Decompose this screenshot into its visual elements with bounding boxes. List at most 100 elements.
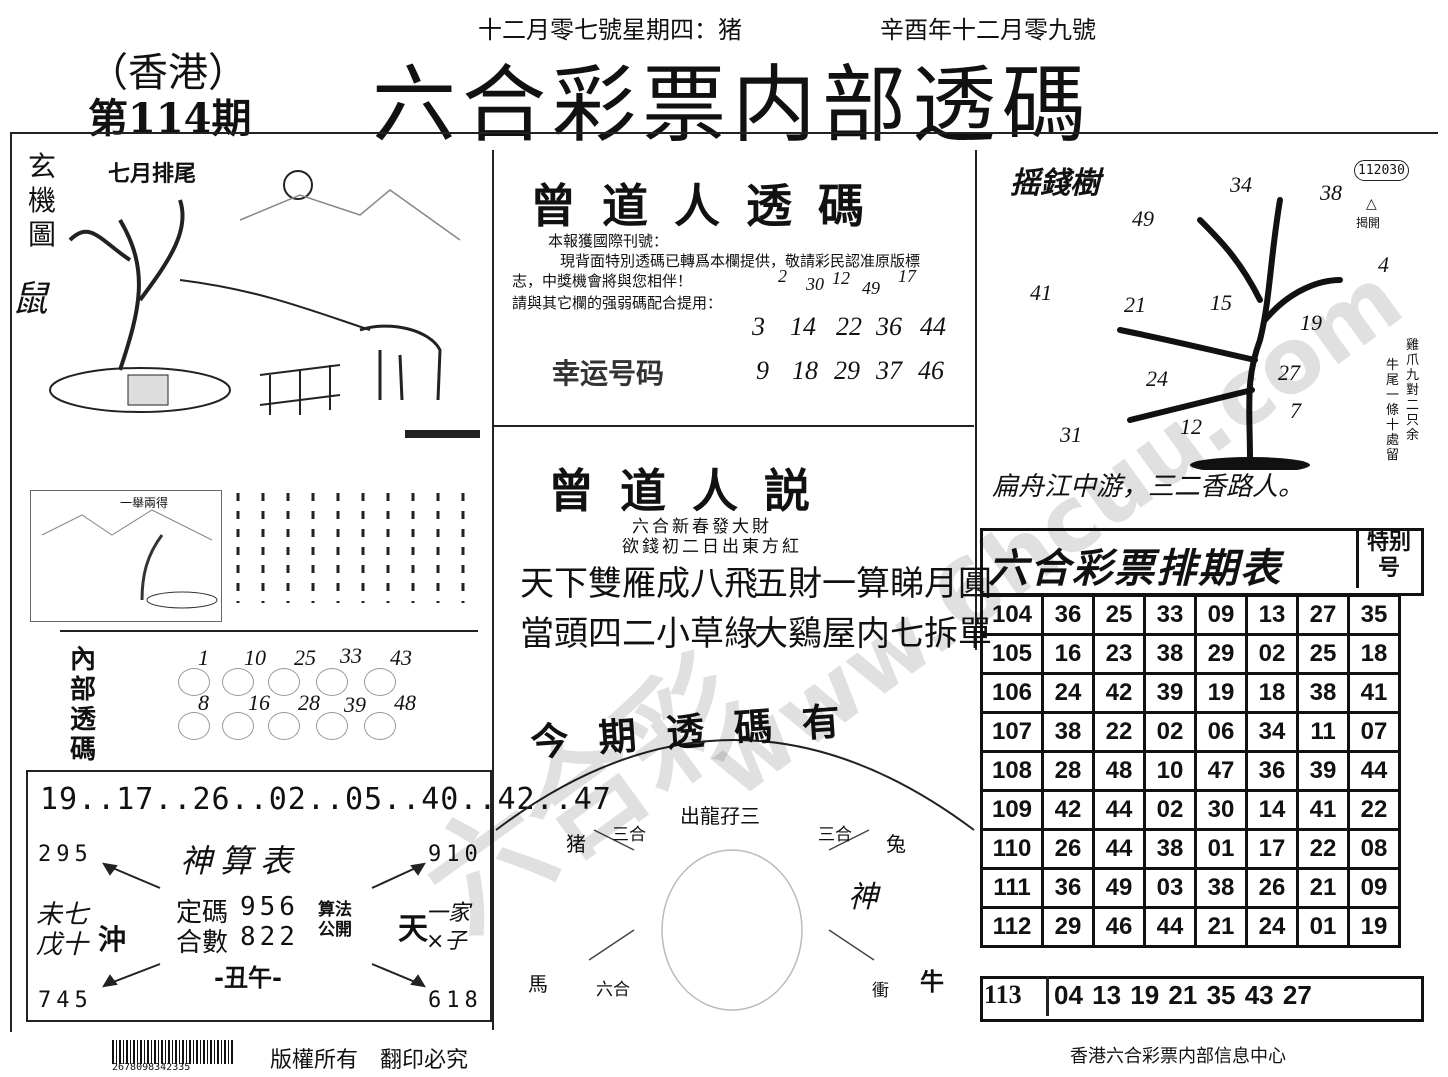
left-hand-note: 未七 戊十	[36, 900, 89, 960]
number-cell: 11	[1296, 711, 1350, 753]
clash-label: 衝	[872, 981, 889, 1001]
special-cell: 18	[1347, 633, 1401, 675]
ox-icon	[359, 324, 442, 401]
last-period-row	[980, 976, 1424, 1022]
triangle-icon: △	[1366, 196, 1377, 212]
tree-number: 34	[1230, 172, 1252, 197]
scroll-picture-box	[30, 490, 222, 622]
sheep-icon	[661, 849, 803, 1011]
number-cell: 13	[1245, 594, 1299, 636]
tree-number: 49	[1132, 206, 1154, 231]
sum-label: 合數	[176, 928, 229, 958]
hand-number: 17	[898, 266, 916, 286]
period-cell: 108	[980, 750, 1044, 792]
arc-banner	[495, 739, 975, 1011]
money-tree-badge: 112030	[1354, 160, 1409, 181]
sanhe-left: 三合	[612, 825, 646, 845]
last-period-number: 113	[984, 980, 1022, 1009]
hand-number: 49	[862, 278, 880, 298]
publisher-name: 香港六合彩票内部信息中心	[1070, 1046, 1286, 1067]
number-cell: 24	[1245, 906, 1299, 948]
number-cell: 38	[1143, 633, 1197, 675]
number-cell: 44	[1092, 828, 1146, 870]
boat-icon	[146, 591, 218, 609]
sun-icon	[283, 170, 313, 200]
schedule-header-box	[980, 528, 1424, 596]
period-cell: 106	[980, 672, 1044, 714]
sum-value: 822	[240, 922, 299, 952]
arrow-icon	[593, 829, 635, 851]
tree-number: 27	[1278, 360, 1300, 385]
last-period-numbers: 04 13 19 21 35 43 27	[1054, 980, 1312, 1010]
arrow-icon	[107, 865, 161, 889]
number-cell: 26	[1041, 828, 1095, 870]
number-cell: 24	[1041, 672, 1095, 714]
special-cell: 35	[1347, 594, 1401, 636]
arrow-icon	[107, 963, 161, 985]
number-cell: 30	[1194, 789, 1248, 831]
mystery-chart-illustration	[49, 170, 480, 438]
number-cell: 39	[1296, 750, 1350, 792]
shensuan-title: 神算表	[180, 842, 301, 880]
barcode-icon	[112, 1040, 234, 1064]
arc-line	[495, 739, 975, 831]
lucky-number: 29	[834, 356, 860, 385]
notice-line: 本報獲國際刊號：	[548, 232, 669, 250]
vertical-poem: 牛尾一條十處留	[1386, 358, 1400, 463]
rope-icon	[179, 279, 371, 331]
region-label: （香港）	[88, 50, 248, 96]
number-cell: 27	[1296, 594, 1350, 636]
number-cell: 10	[1143, 750, 1197, 792]
liuhe-label: 六合	[596, 980, 630, 1000]
period-cell: 107	[980, 711, 1044, 753]
inner-code-number: 43	[390, 645, 412, 670]
number-cell: 44	[1143, 906, 1197, 948]
inner-code-number: 28	[298, 690, 320, 715]
shensuan-arrows	[102, 862, 426, 988]
arrow-head-icon	[410, 862, 426, 876]
tree-icon	[68, 199, 185, 371]
tree-number: 7	[1290, 398, 1301, 423]
vertical-handwriting	[236, 493, 465, 603]
money-tree-illustration	[1117, 197, 1343, 470]
animal-horse: 馬	[528, 972, 548, 996]
tree-trunk-icon	[1246, 197, 1283, 463]
inner-code-number: 33	[340, 643, 362, 668]
method-label: 算法公開	[318, 900, 352, 940]
corner-top-right: 910	[428, 842, 483, 867]
vertical-poem: 雞爪九對二只余	[1406, 338, 1420, 443]
zeng-says-title: 曾道人説	[548, 464, 836, 518]
special-cell: 41	[1347, 672, 1401, 714]
scroll-caption: 一舉兩得	[120, 496, 169, 510]
center-rule	[494, 425, 974, 427]
number-cell: 02	[1245, 633, 1299, 675]
tree-number: 15	[1210, 290, 1232, 315]
dragon-phrase: 出龍孖三	[680, 804, 760, 828]
period-cell: 109	[980, 789, 1044, 831]
left-divider	[492, 150, 494, 1030]
lucky-number: 37	[876, 356, 902, 385]
lucky-number: 22	[836, 312, 862, 341]
flower-pot-icon	[127, 374, 169, 406]
inner-code-number: 25	[294, 645, 316, 670]
fixed-code-value: 956	[240, 892, 299, 922]
number-cell: 01	[1296, 906, 1350, 948]
tree-branch-icon	[1117, 217, 1343, 423]
arrow-head-icon	[102, 862, 118, 876]
number-cell: 18	[1245, 672, 1299, 714]
number-cell: 42	[1041, 789, 1095, 831]
period-cell: 105	[980, 633, 1044, 675]
number-cell: 21	[1296, 867, 1350, 909]
tree-number: 41	[1030, 280, 1052, 305]
lucky-number: 44	[920, 312, 946, 341]
number-cell: 39	[1143, 672, 1197, 714]
pot-base-icon	[49, 367, 231, 413]
